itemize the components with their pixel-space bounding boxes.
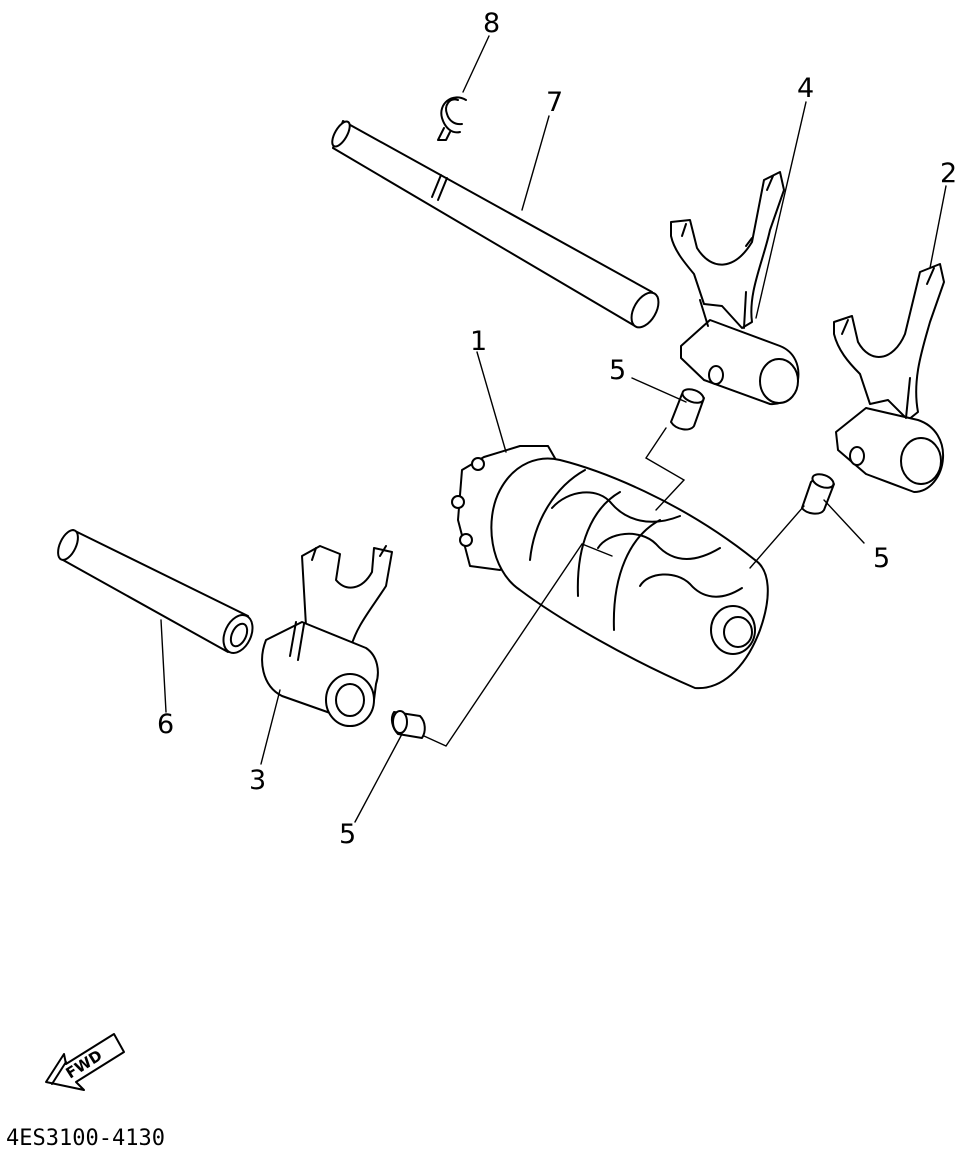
guide-bar-part-7 (331, 120, 660, 329)
callout-labels: 8 7 4 2 1 5 5 6 3 5 (157, 8, 957, 850)
diagram-reference-code: 4ES3100-4130 (6, 1126, 165, 1151)
callout-5-lower: 5 (339, 819, 356, 850)
callout-1: 1 (470, 326, 487, 357)
callout-2: 2 (940, 158, 957, 189)
shift-fork-part-4 (670, 171, 800, 406)
callout-3: 3 (249, 765, 266, 796)
circlip-part-8 (437, 96, 467, 141)
leader-lines (160, 35, 947, 823)
dowel-pin-part-5-lower (390, 710, 426, 739)
forward-direction-arrow: FWD (45, 1033, 125, 1091)
shift-drum-part-1 (451, 445, 769, 690)
dowel-pin-part-5-right (801, 473, 835, 515)
callout-5-upper: 5 (609, 355, 626, 386)
callout-7: 7 (546, 87, 563, 118)
callout-4: 4 (797, 73, 814, 104)
shift-fork-part-2 (833, 263, 945, 493)
shift-fork-part-3 (261, 545, 393, 727)
guide-bar-part-6 (57, 529, 254, 654)
callout-6: 6 (157, 709, 174, 740)
dowel-pin-part-5-upper (670, 388, 705, 431)
callout-5-right: 5 (873, 543, 890, 574)
callout-8: 8 (483, 8, 500, 39)
